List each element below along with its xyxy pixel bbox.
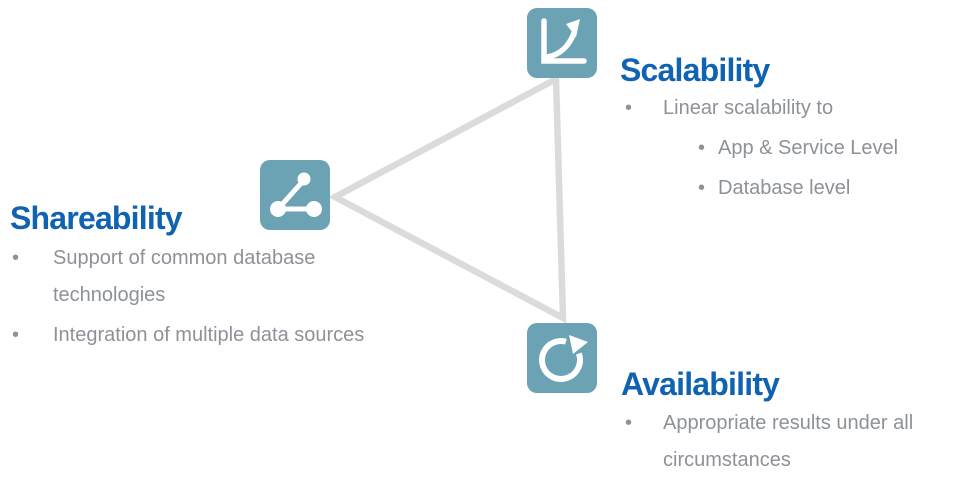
bullet-marker: • — [12, 247, 20, 269]
bullet-item: • App & Service Level — [625, 130, 955, 167]
shareability-title: Shareability — [10, 200, 183, 236]
bullet-text: Linear scalability to — [663, 97, 834, 119]
availability-title: Availability — [621, 366, 780, 402]
scalability-title: Scalability — [620, 52, 770, 88]
share-network-icon — [260, 160, 330, 230]
bullet-item: • Linear scalability to — [625, 90, 955, 127]
bullet-item: • Appropriate results under all circumst… — [625, 405, 961, 478]
bullet-text: App & Service Level — [718, 137, 899, 159]
growth-chart-icon-glyph — [541, 18, 587, 64]
bullet-marker: • — [698, 177, 706, 199]
scalability-bullet-list: • Linear scalability to • App & Service … — [625, 90, 955, 210]
bullet-text: Database level — [718, 177, 851, 199]
bullet-item: • Support of common database technologie… — [12, 240, 383, 314]
share-network-icon-glyph — [270, 172, 322, 217]
bullet-text: Integration of multiple data sources — [53, 324, 365, 346]
bullet-marker: • — [12, 324, 20, 346]
bullet-marker: • — [625, 412, 633, 434]
bullet-text: Support of common database technologies — [53, 247, 316, 306]
bullet-marker: • — [698, 137, 706, 159]
bullet-text: Appropriate results under all circumstan… — [663, 412, 914, 471]
refresh-cycle-icon-glyph — [539, 335, 588, 382]
bullet-item: • Integration of multiple data sources — [12, 317, 383, 354]
bullet-item: • Database level — [625, 170, 955, 207]
availability-bullet-list: • Appropriate results under all circumst… — [625, 405, 961, 478]
shareability-bullet-list: • Support of common database technologie… — [12, 240, 383, 357]
bullet-marker: • — [625, 97, 633, 119]
refresh-cycle-icon — [527, 323, 597, 393]
triangle-connector-line — [328, 73, 567, 324]
growth-chart-icon — [527, 8, 597, 78]
